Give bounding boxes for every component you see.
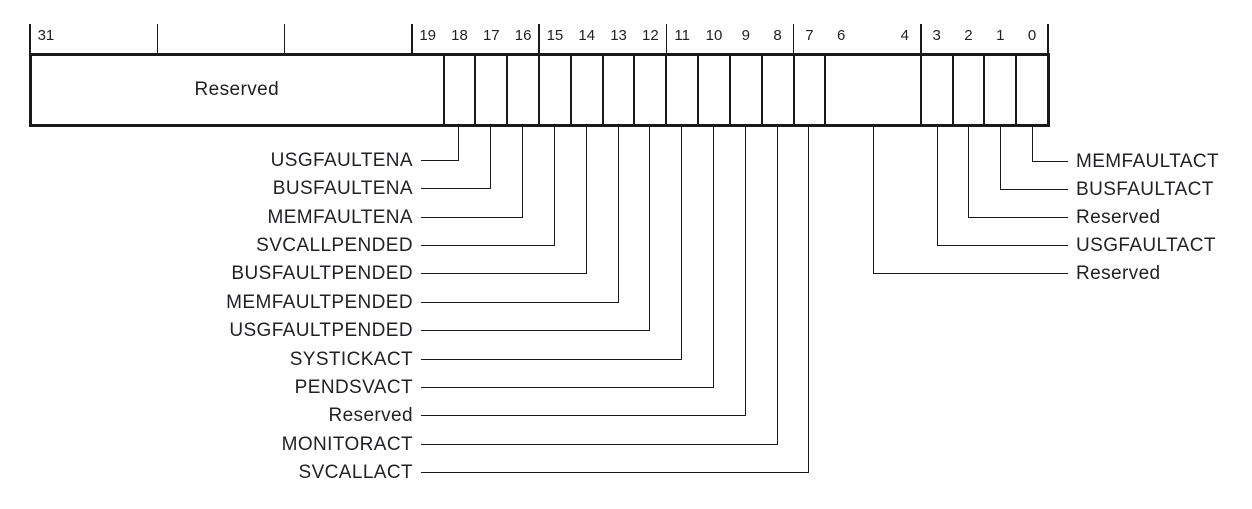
callout-label: Reserved [1076,263,1161,284]
field-divider [538,56,540,124]
field-divider [569,56,572,124]
callout-line [421,127,810,473]
nibble-tick [283,24,286,53]
bit-number: 31 [37,27,55,44]
field-divider [1015,56,1018,124]
nibble-tick [411,24,413,53]
callout-line [421,127,524,218]
field-divider [697,56,700,124]
callout-line [421,127,460,161]
callout-label: MONITORACT [281,434,413,455]
bit-number: 16 [514,27,532,44]
bit-number: 19 [419,27,436,44]
callout-label: SYSTICKACT [289,349,413,370]
bit-number: 0 [1027,27,1037,44]
nibble-tick [538,24,540,53]
callout-label: USGFAULTPENDED [229,320,413,341]
callout-line [968,127,1068,218]
callout-label: MEMFAULTACT [1076,151,1220,172]
callout-line [421,127,746,416]
nibble-tick [665,24,667,53]
field-divider [824,56,827,124]
field-divider [951,56,954,124]
bit-number: 8 [773,27,782,44]
callout-line [1032,127,1068,162]
bit-number: 4 [900,27,910,44]
callout-line [421,127,492,189]
callout-line [421,127,683,360]
callout-line [421,127,587,274]
callout-line [421,127,778,445]
field-divider [760,56,763,124]
callout-line [1000,127,1068,190]
field-divider [728,56,731,124]
bit-number: 17 [482,27,500,44]
bit-number: 18 [451,27,468,44]
field-label: Reserved [194,79,280,100]
callout-line [421,127,619,303]
field-divider [442,56,445,124]
bit-number: 1 [996,27,1005,44]
nibble-tick [792,24,795,53]
bit-number: 14 [578,27,596,44]
callout-label: MEMFAULTPENDED [226,292,413,313]
bit-number: 15 [546,27,564,44]
callout-label: BUSFAULTENA [272,178,413,199]
bit-number: 13 [610,27,627,44]
field-divider [506,56,509,124]
callout-line [873,127,1068,274]
bit-number: 7 [805,27,814,44]
field-divider [601,56,604,124]
bit-number: 11 [674,27,690,44]
bit-number: 3 [932,27,941,44]
callout-line [421,127,714,388]
bit-number: 9 [741,27,750,44]
callout-line [936,127,1068,246]
callout-label: MEMFAULTENA [267,207,413,228]
callout-label: BUSFAULTACT [1076,179,1214,200]
callout-label: PENDSVACT [294,377,413,398]
nibble-tick [29,24,31,53]
field-divider [665,56,668,124]
callout-label: SVCALLACT [298,462,413,483]
callout-label: SVCALLPENDED [256,235,413,256]
bit-number: 2 [964,27,973,44]
callout-line [421,127,651,331]
callout-line [421,127,555,246]
callout-label: BUSFAULTPENDED [231,263,413,284]
nibble-tick [920,24,922,53]
field-divider [792,56,795,124]
callout-label: USGFAULTACT [1076,235,1216,256]
bit-number: 12 [642,27,659,44]
callout-label: Reserved [1076,207,1161,228]
field-divider [474,56,477,124]
callout-label: Reserved [328,405,413,426]
bit-number: 6 [837,27,846,44]
field-divider [633,56,636,124]
field-divider [919,56,922,124]
bit-number: 10 [705,27,723,44]
field-divider [983,56,986,124]
nibble-tick [1047,24,1049,53]
callout-label: USGFAULTENA [270,150,413,171]
nibble-tick [156,24,158,53]
